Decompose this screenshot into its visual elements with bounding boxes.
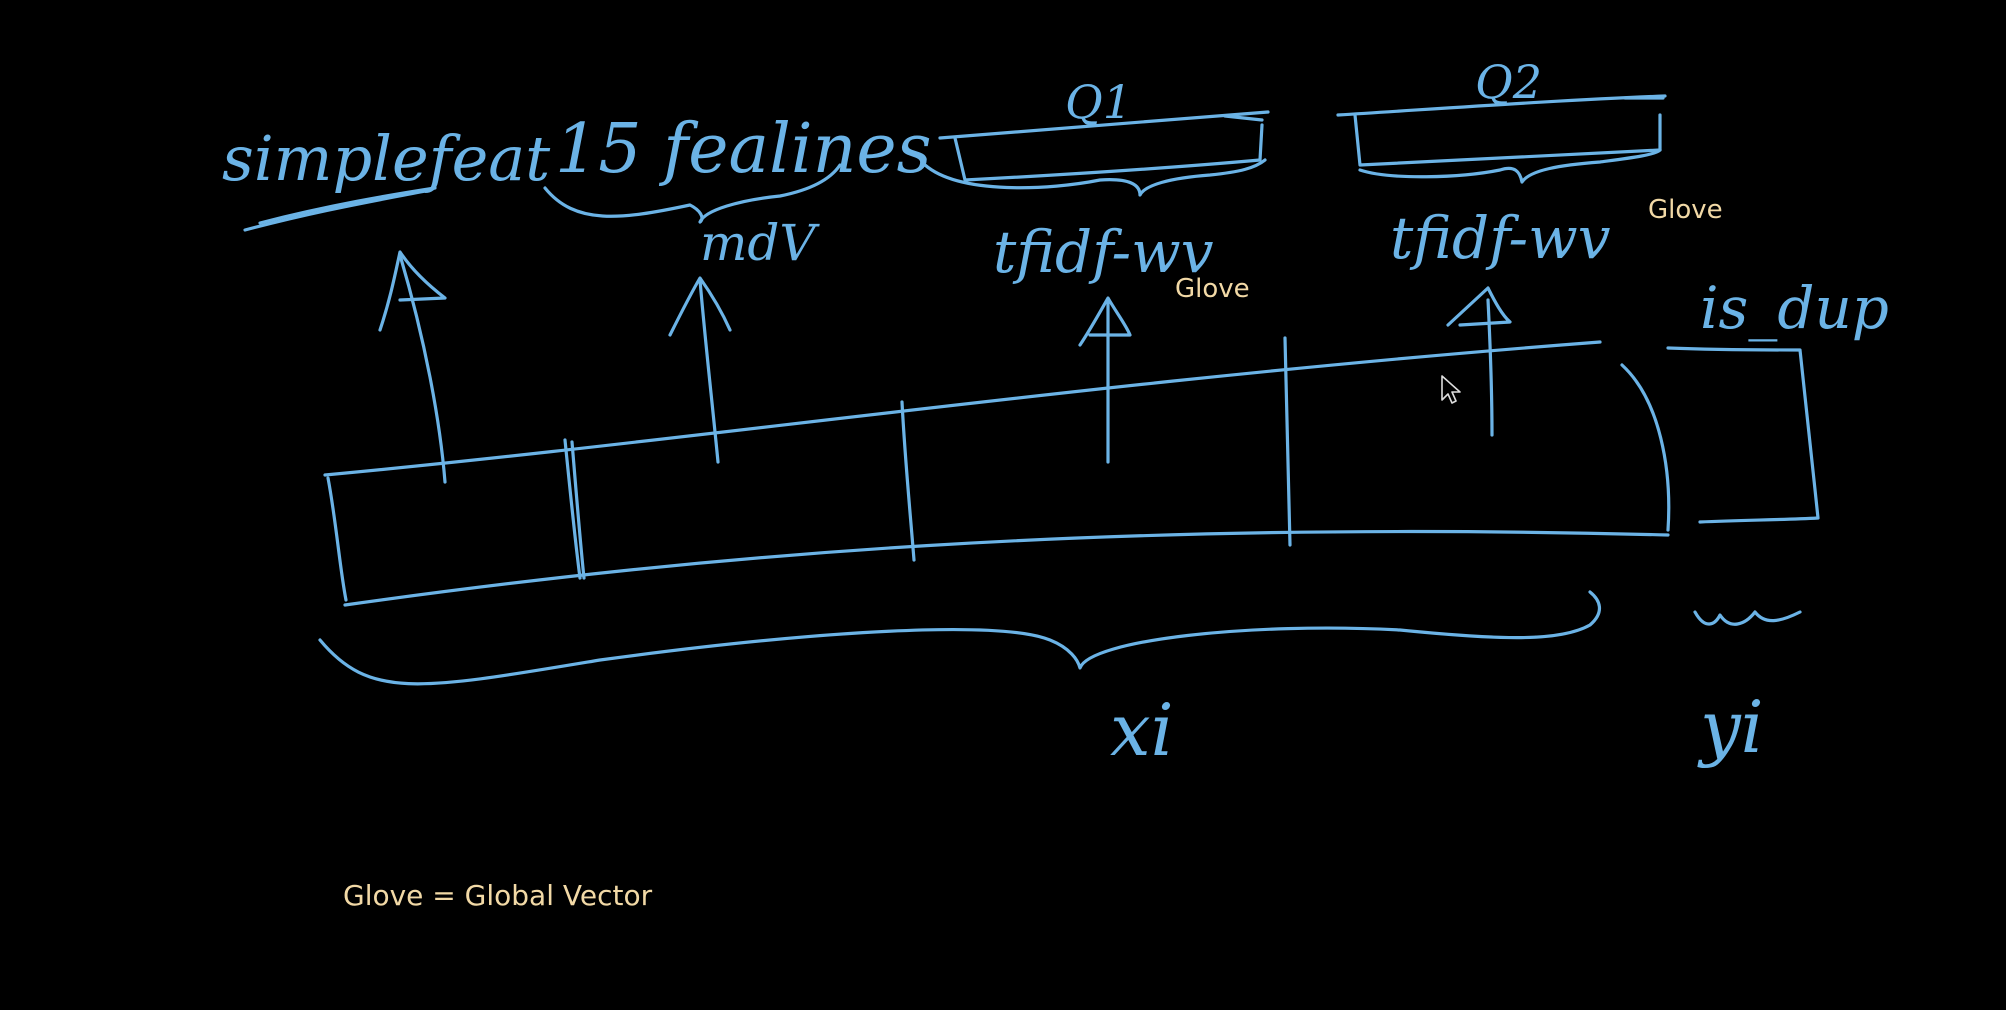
q1-brace [923,158,1267,197]
note-glove-1: Glove [1175,274,1250,304]
arrow-shaft-4 [1486,298,1494,437]
feature-vector-top-edge [323,340,1602,477]
typed-notes: Glove Glove Glove = Global Vector [343,195,1723,912]
underline-simplefeat-2 [258,186,437,225]
label-tfidf-wv-1: tfidf-wv [993,218,1214,286]
label-xi: xi [1110,688,1174,772]
arrow-shaft-2 [698,278,720,464]
label-yi: yi [1697,685,1764,769]
target-box [1666,346,1820,524]
label-q1: Q1 [1065,75,1132,129]
feature-vector-bottom-edge [343,529,1670,607]
mouse-pointer-icon [1441,375,1461,404]
feature-vector-right-edge [1620,363,1671,532]
divider-1 [563,438,582,580]
q2-brace [1358,148,1662,184]
brace-15-features [543,163,842,224]
handwritten-labels: simplefeat 15 fealines mdV tfidf-wv tfid… [222,55,1889,772]
label-is-dup: is_dup [1700,274,1889,342]
q2-box [1353,96,1665,167]
sketch-strokes [243,94,1820,686]
divider-3 [1283,336,1292,547]
divider-1-double [570,440,586,580]
arrow-head-2 [668,276,732,337]
q2-top-line [1336,94,1667,117]
brace-xi [318,590,1601,686]
q1-box [953,114,1264,182]
note-glove-2: Glove [1648,195,1723,225]
label-q2: Q2 [1475,55,1542,109]
arrow-head-3 [1078,296,1132,347]
feature-vector-left-edge [326,476,348,602]
underline-simplefeat [243,188,432,232]
label-tfidf-wv-2: tfidf-wv [1390,204,1611,272]
divider-2 [900,400,916,562]
label-15-features: 15 fealines [555,110,932,189]
note-glove-legend: Glove = Global Vector [343,879,653,912]
label-mdv: mdV [700,214,820,272]
arrow-head-1 [378,250,447,332]
brace-yi [1693,610,1802,626]
label-simplefeat: simplefeat [222,122,550,195]
arrow-head-4 [1446,286,1512,327]
arrow-shaft-1 [398,253,447,484]
